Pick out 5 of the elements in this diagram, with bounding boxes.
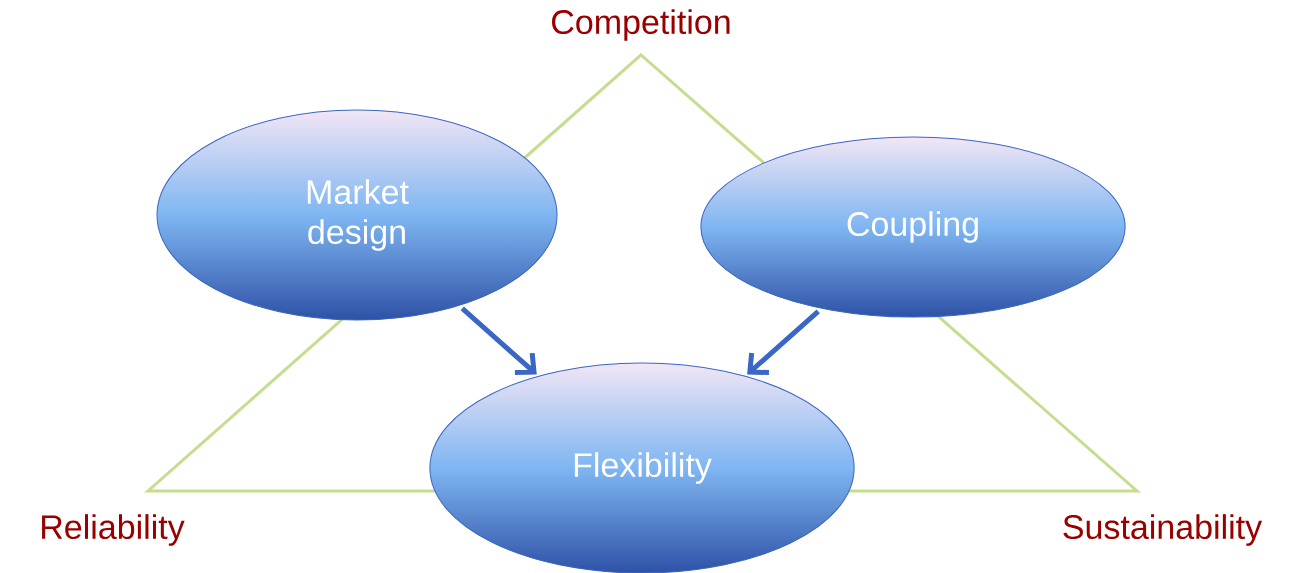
arrow	[747, 309, 820, 375]
arrow	[460, 306, 537, 376]
corner-label: Sustainability	[1063, 514, 1263, 546]
corner-label: Reliability	[42, 514, 185, 546]
corner-label: Competition	[552, 9, 730, 41]
